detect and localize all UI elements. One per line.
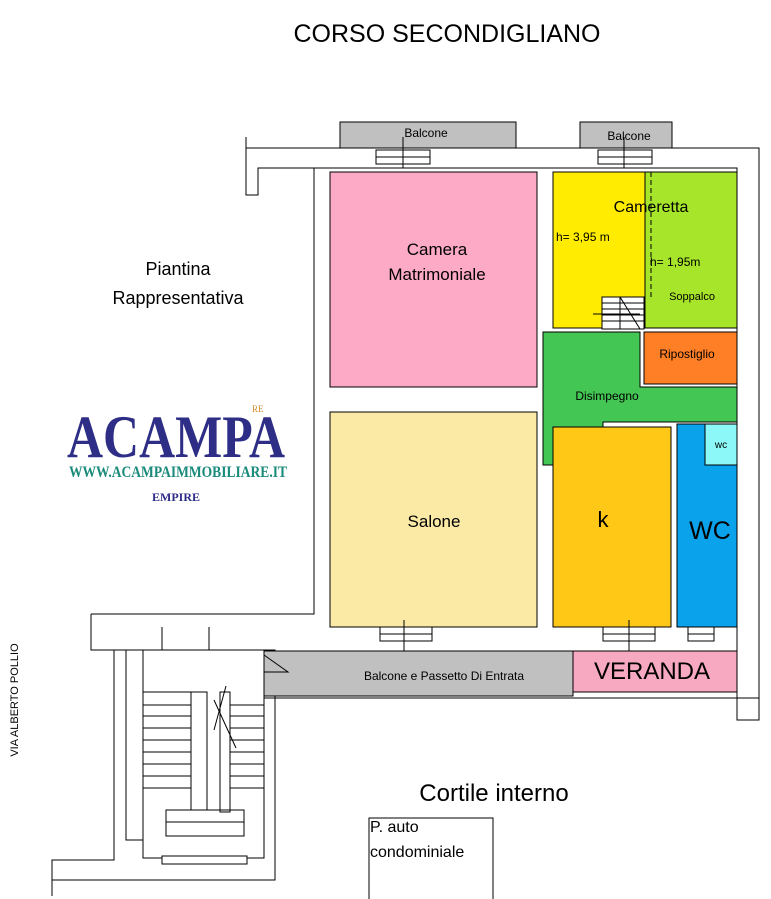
logo-website: WWW.ACAMPAIMMOBILIARE.IT — [69, 464, 287, 481]
camera-label-line1: Camera — [407, 240, 468, 259]
wc-small-label: wc — [714, 440, 727, 451]
entrance-door — [263, 654, 290, 673]
top-windows — [375, 137, 653, 168]
balcony-entrance-label: Balcone e Passetto Di Entrata — [364, 669, 524, 683]
logo-brand: ACAMPA — [67, 404, 285, 470]
ripostiglio-label: Ripostiglio — [659, 347, 715, 361]
logo-badge: RE — [252, 404, 264, 414]
balcony-left — [339, 121, 517, 149]
cameretta-height: h= 3,95 m — [556, 230, 610, 244]
soppalco-height: h= 1,95m — [650, 255, 700, 269]
courtyard-label: Cortile interno — [419, 780, 568, 807]
room-salone — [329, 411, 538, 628]
salone-label: Salone — [408, 512, 461, 531]
kitchen-label: k — [598, 507, 610, 532]
disimpegno-label: Disimpegno — [575, 389, 639, 403]
balcony-left-label: Balcone — [404, 126, 448, 140]
camera-label-line2: Matrimoniale — [388, 265, 485, 284]
soppalco-label: Soppalco — [669, 291, 715, 303]
bottom-windows — [161, 620, 715, 660]
room-ripostiglio — [643, 331, 738, 385]
stairwell — [142, 649, 265, 865]
veranda-label: VERANDA — [594, 658, 710, 685]
wc-label: WC — [689, 517, 731, 545]
room-wc-small — [704, 423, 738, 466]
room-soppalco — [644, 171, 738, 329]
cameretta-label: Cameretta — [614, 199, 689, 216]
street-label-side: VIA ALBERTO POLLIO — [9, 643, 21, 757]
plan-title-line2: Rappresentativa — [112, 288, 244, 308]
parking-label-line1: P. auto — [370, 819, 419, 836]
balcony-right-label: Balcone — [607, 129, 651, 143]
balcony-right — [579, 121, 673, 149]
parking-area — [368, 817, 494, 899]
street-title-top: CORSO SECONDIGLIANO — [294, 20, 601, 48]
soppalco-stair — [593, 296, 645, 330]
plan-title-line1: Piantina — [145, 259, 211, 279]
room-camera-matrimoniale — [329, 171, 538, 388]
parking-label-line2: condominiale — [370, 844, 464, 861]
logo-tagline: EMPIRE — [152, 490, 200, 504]
acampa-logo: ACAMPA RE WWW.ACAMPAIMMOBILIARE.IT EMPIR… — [67, 404, 287, 504]
balcony-entrance — [263, 650, 574, 697]
room-kitchen — [552, 426, 672, 628]
veranda — [572, 650, 738, 693]
